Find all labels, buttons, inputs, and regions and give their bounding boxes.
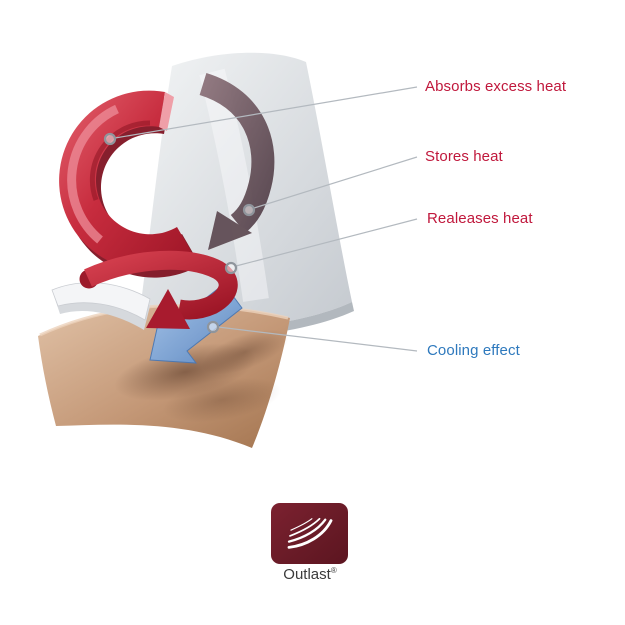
outlast-swoosh-icon xyxy=(287,517,332,549)
heat-release-arrow xyxy=(79,250,238,329)
outlast-logo-badge xyxy=(271,503,348,564)
outlast-wordmark: Outlast® xyxy=(254,566,366,583)
heat-cycle-ring-arrow xyxy=(59,90,200,278)
callout-markers xyxy=(103,132,256,334)
registered-mark: ® xyxy=(330,566,337,575)
marker-cooling xyxy=(206,320,220,334)
leader-line-stores xyxy=(253,156,418,209)
callout-leader-lines xyxy=(114,86,418,352)
skin-layer xyxy=(38,304,290,448)
outlast-wordmark-text: Outlast xyxy=(283,566,331,583)
callout-releases-heat: Realeases heat xyxy=(427,210,533,227)
leader-line-cooling xyxy=(217,326,418,352)
marker-releases xyxy=(224,261,238,275)
marker-absorbs xyxy=(103,132,117,146)
leader-line-releases xyxy=(235,218,418,267)
callout-absorbs-heat: Absorbs excess heat xyxy=(425,78,567,95)
callout-stores-heat: Stores heat xyxy=(425,148,503,165)
leader-line-absorbs xyxy=(114,86,418,139)
marker-stores xyxy=(242,203,256,217)
callout-cooling-effect: Cooling effect xyxy=(427,342,520,359)
